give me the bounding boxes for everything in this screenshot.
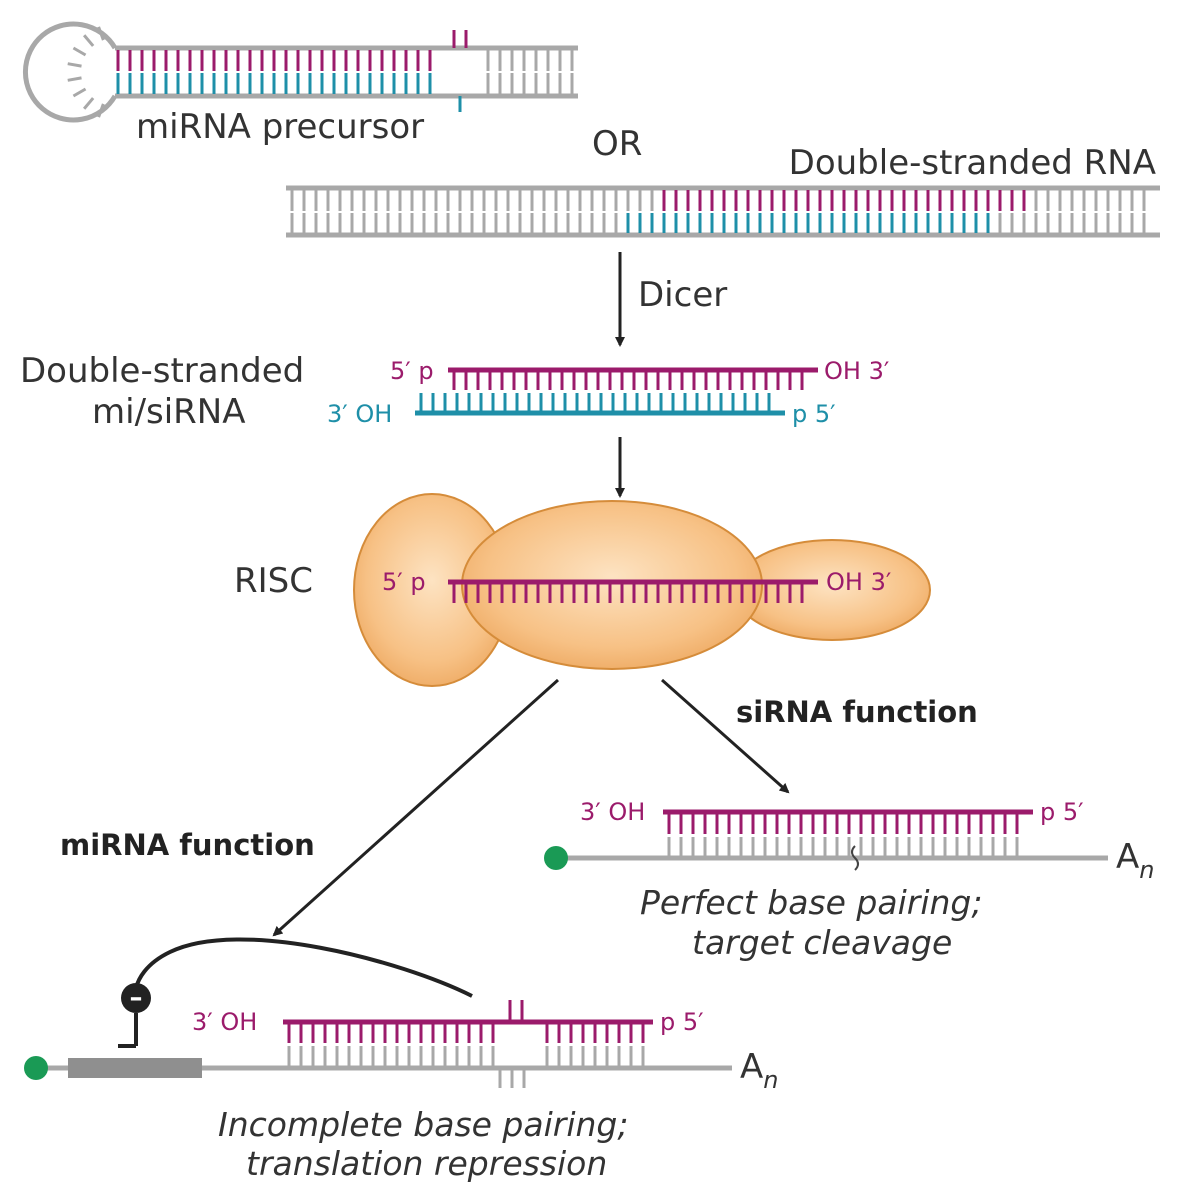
poly-a-tail-sirna: An [1116,837,1154,884]
double-stranded-rna [286,185,1160,238]
risc-5p: 5′ p [382,568,426,596]
mirna-3oh: 3′ OH [192,1008,257,1036]
incomplete-pairing-line1: Incomplete base pairing; [218,1105,629,1144]
mrna-cap-mirna [24,1056,48,1080]
incomplete-pairing-line2: translation repression [246,1144,607,1183]
repression-loop [134,937,473,998]
sirna-branch-arrow [661,678,790,794]
mirna-precursor-label: miRNA precursor [136,107,424,147]
mrna-cap-sirna [544,846,568,870]
ds-mi-si-label-line2: mi/siRNA [92,392,246,432]
duplex-top-5p: 5′ p [390,357,434,385]
duplex-top-oh3: OH 3′ [824,357,889,385]
duplex-bottom-3oh: 3′ OH [327,400,392,428]
repression-minus-sign: – [130,983,143,1013]
mirna-precursor-hairpin [22,21,578,123]
dsrna-label: Double-stranded RNA [789,143,1156,183]
sirna-p5: p 5′ [1040,798,1084,826]
mirna-p5: p 5′ [660,1008,704,1036]
sirna-3oh: 3′ OH [580,798,645,826]
perfect-pairing-line2: target cleavage [692,923,952,962]
poly-a-tail-mirna: An [740,1047,778,1094]
risc-label: RISC [234,561,313,601]
risc-complex [353,493,931,687]
duplex-bottom-p5: p 5′ [792,400,836,428]
sirna-target-complex [544,809,1108,871]
mi-si-rna-duplex [415,367,818,416]
mirna-function-label: miRNA function [60,828,315,862]
repression-minus-icon [121,983,151,1013]
coding-region-block [68,1058,202,1078]
or-label: OR [592,124,642,164]
dicer-label: Dicer [638,275,727,315]
mirna-branch-arrow [272,678,560,937]
ds-mi-si-label-line1: Double-stranded [20,351,304,391]
perfect-pairing-line1: Perfect base pairing; [640,883,982,922]
sirna-function-label: siRNA function [736,695,978,729]
risc-oh3: OH 3′ [826,568,891,596]
mirna-target-complex: – [24,937,732,1088]
cleavage-site-mark [851,845,859,871]
